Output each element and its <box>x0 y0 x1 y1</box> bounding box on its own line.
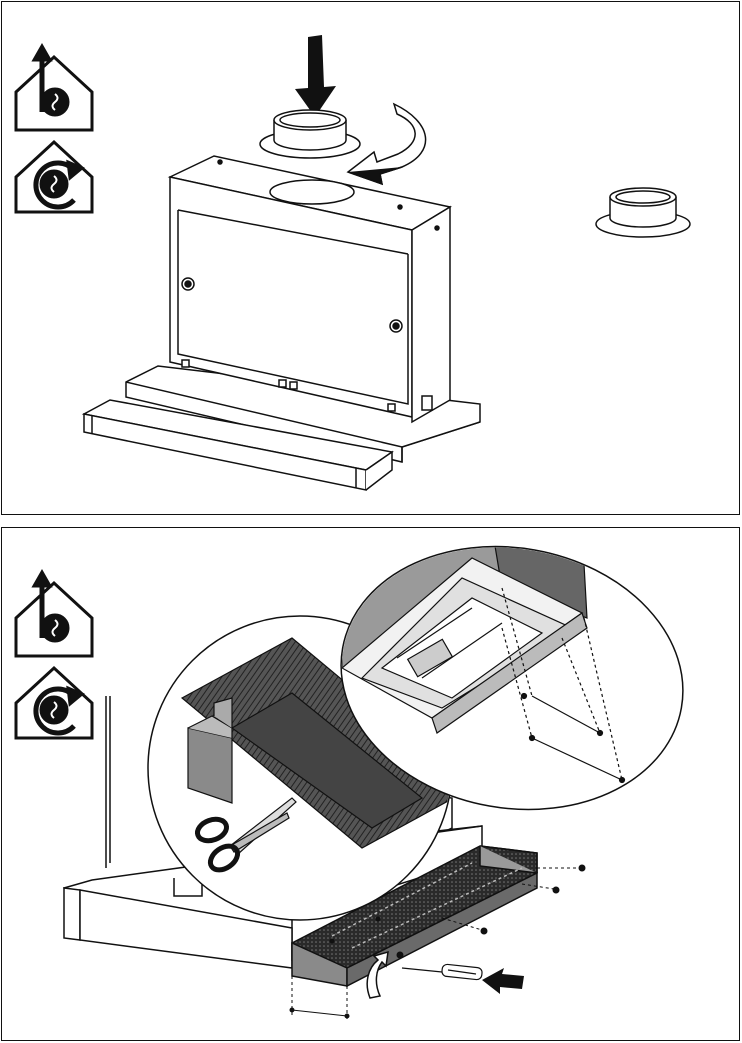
duct-collar-inserted <box>260 110 360 158</box>
recirculation-icon <box>16 668 92 738</box>
spare-duct-collar <box>596 188 690 237</box>
screwdriver <box>402 964 483 980</box>
step-2-panel <box>1 527 740 1041</box>
down-arrow <box>295 35 336 117</box>
step-2-illustration <box>2 528 739 1040</box>
push-arrow <box>482 968 524 994</box>
recirculation-icon <box>16 142 92 212</box>
ducted-extraction-icon <box>16 46 92 130</box>
step-1-illustration <box>2 2 739 514</box>
wall-edge <box>106 696 110 868</box>
step-1-panel <box>1 1 740 515</box>
ducted-extraction-icon <box>16 572 92 656</box>
